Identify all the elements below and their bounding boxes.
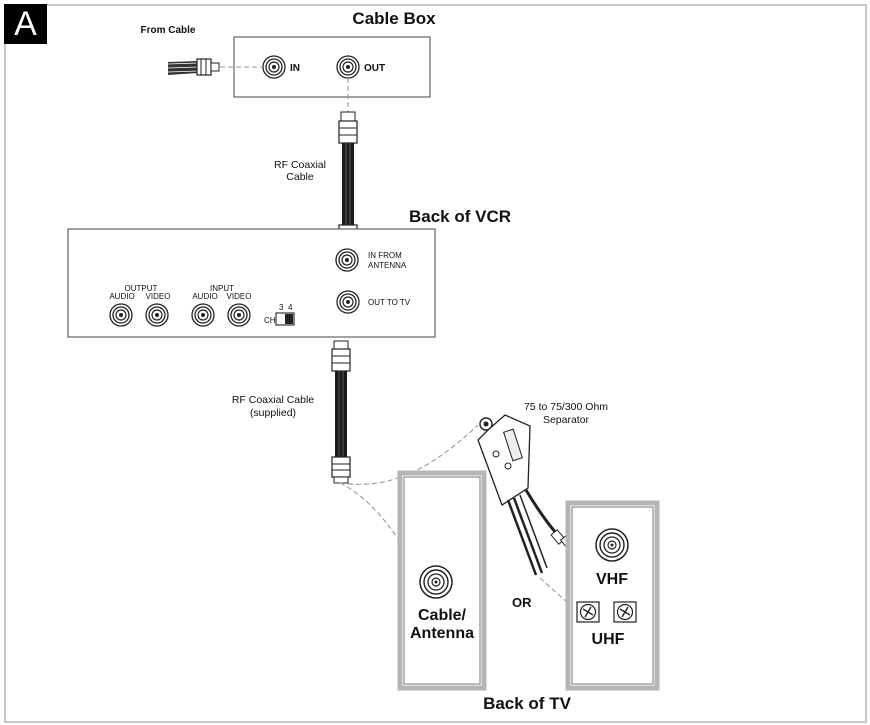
cable-box-out-label: OUT (364, 63, 385, 74)
ch-switch: CH 3 4 (264, 303, 295, 326)
vcr-in-from-antenna-line2: ANTENNA (368, 261, 407, 270)
path-cable-to-separator (339, 424, 479, 485)
vcr-out-to-tv-label: OUT TO TV (368, 298, 411, 307)
vhf-label: VHF (596, 571, 628, 588)
separator: 75 to 75/300 Ohm Separator (477, 401, 608, 576)
rf-cable-2-label-line2: (supplied) (250, 407, 296, 419)
ch-3-label: 3 (279, 303, 284, 312)
tv-cable-antenna-plate: Cable/ Antenna (397, 470, 487, 691)
uhf-screw-right (613, 601, 637, 623)
cable-antenna-jack (419, 565, 453, 599)
rf-coaxial-cable-2: RF Coaxial Cable (supplied) (232, 340, 351, 484)
vcr-output-audio-jack (109, 303, 133, 327)
uhf-screw-left (576, 601, 600, 623)
tv-title: Back of TV (483, 694, 572, 713)
separator-label-line1: 75 to 75/300 Ohm (524, 401, 608, 413)
figure-frame (4, 4, 867, 723)
cable-box-in-label: IN (290, 63, 300, 74)
vcr-input-label: INPUT (210, 284, 234, 293)
panel-letter: A (4, 4, 47, 44)
vcr-title: Back of VCR (409, 207, 511, 226)
rf-cable-1-label-line2: Cable (286, 171, 314, 183)
cable-antenna-label-line2: Antenna (410, 625, 474, 642)
vcr-output-label: OUTPUT (125, 284, 158, 293)
vcr-input-audio-label: AUDIO (192, 292, 217, 301)
ch-label: CH (264, 316, 276, 325)
tv-vhf-uhf-plate: VHF UHF (565, 500, 660, 691)
cable-box-in-jack (262, 55, 286, 79)
vcr-in-from-antenna-line1: IN FROM (368, 251, 402, 260)
vcr-in-from-antenna-jack (335, 248, 359, 272)
vcr-output-video-label: VIDEO (146, 292, 171, 301)
vcr-input-audio-jack (191, 303, 215, 327)
from-cable-label: From Cable (140, 25, 195, 36)
ch-4-label: 4 (288, 303, 293, 312)
rf-cable-1-label-line1: RF Coaxial (274, 159, 326, 171)
cable-antenna-label-line1: Cable/ (418, 607, 467, 624)
uhf-label: UHF (592, 631, 625, 648)
cable-box-out-jack (336, 55, 360, 79)
vcr-input-video-jack (227, 303, 251, 327)
vcr-out-to-tv-jack (336, 290, 360, 314)
or-label: OR (512, 595, 532, 610)
vcr-back-panel: Back of VCR IN FROM ANTENNA OUT TO TV OU… (67, 207, 511, 338)
separator-label-line2: Separator (543, 414, 590, 426)
cable-box-title: Cable Box (352, 9, 436, 28)
incoming-cable (167, 58, 220, 76)
vcr-input-video-label: VIDEO (227, 292, 252, 301)
rf-cable-2-label-line1: RF Coaxial Cable (232, 394, 314, 406)
vhf-jack (595, 528, 629, 562)
vcr-output-video-jack (145, 303, 169, 327)
cable-box: Cable Box From Cable IN OUT (140, 9, 436, 112)
vcr-output-audio-label: AUDIO (109, 292, 134, 301)
